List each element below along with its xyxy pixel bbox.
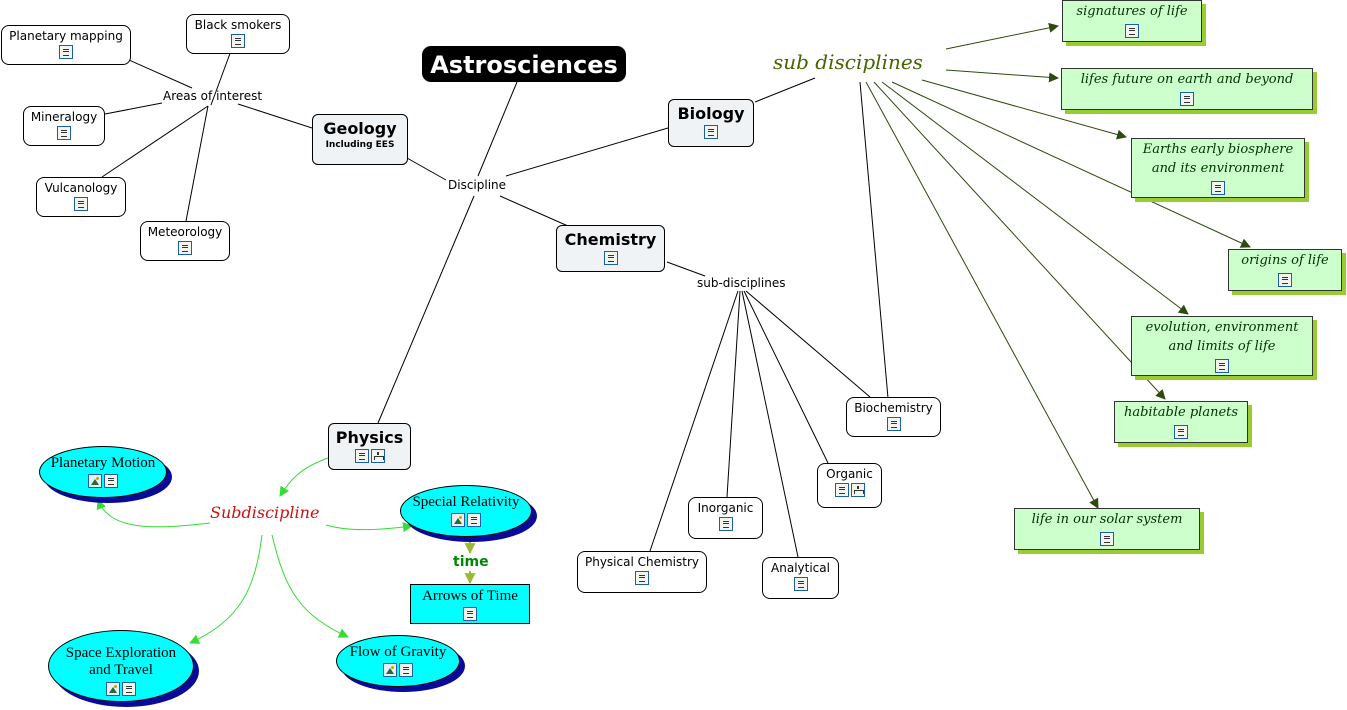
geology-topic-node[interactable]: Black smokers — [186, 14, 290, 54]
biology-topic-node[interactable]: signatures of life — [1062, 0, 1202, 42]
doc-icon[interactable] — [886, 417, 901, 431]
doc-icon[interactable] — [354, 449, 369, 463]
topic-label: and Travel — [89, 662, 153, 679]
topic-label: and its environment — [1151, 160, 1285, 176]
topic-label: Mineralogy — [30, 110, 98, 124]
physics-topic-node[interactable]: Arrows of Time — [410, 584, 530, 624]
tree-icon[interactable] — [850, 483, 865, 497]
biology-node[interactable]: Biology — [668, 99, 754, 147]
topic-label: and limits of life — [1168, 338, 1276, 354]
topic-label: Flow of Gravity — [349, 644, 447, 660]
topic-label: Planetary mapping — [9, 29, 123, 43]
physics-label: Physics — [335, 428, 404, 447]
doc-icon[interactable] — [1180, 91, 1194, 106]
doc-icon[interactable] — [718, 517, 733, 531]
chemistry-topic-node[interactable]: Physical Chemistry — [577, 551, 707, 593]
topic-label: Black smokers — [194, 18, 282, 32]
biology-sub-disciplines-label: sub disciplines — [773, 50, 923, 74]
areas-of-interest-label: Areas of interest — [163, 89, 263, 103]
doc-icon[interactable] — [57, 126, 71, 140]
chemistry-sub-disciplines-label: sub-disciplines — [697, 276, 786, 290]
biology-topic-node[interactable]: habitable planets — [1114, 401, 1248, 443]
topic-label: Arrows of Time — [422, 588, 518, 604]
chemistry-topic-node[interactable]: Organic — [817, 463, 882, 508]
physics-topic-node[interactable]: Planetary Motion — [39, 446, 167, 498]
doc-icon[interactable] — [463, 607, 477, 621]
image-icon[interactable] — [106, 681, 120, 696]
topic-label: Meteorology — [147, 225, 223, 239]
topic-label: Inorganic — [697, 501, 754, 515]
topic-label: evolution, environment — [1145, 320, 1299, 335]
doc-icon[interactable] — [59, 45, 73, 59]
chemistry-label: Chemistry — [564, 230, 657, 249]
topic-label: Earths early biosphere — [1142, 142, 1294, 157]
doc-icon[interactable] — [635, 571, 649, 585]
doc-icon[interactable] — [74, 197, 88, 211]
doc-icon[interactable] — [834, 483, 849, 497]
time-label: time — [453, 554, 489, 570]
biology-topic-node[interactable]: lifes future on earth and beyond — [1061, 68, 1313, 110]
doc-icon[interactable] — [178, 241, 192, 255]
image-icon[interactable] — [383, 663, 397, 678]
topic-label: origins of life — [1241, 253, 1329, 268]
image-icon[interactable] — [451, 513, 465, 528]
doc-icon[interactable] — [231, 34, 245, 48]
chemistry-topic-node[interactable]: Biochemistry — [846, 397, 941, 437]
topic-label: Organic — [826, 467, 873, 481]
physics-node[interactable]: Physics — [328, 423, 411, 470]
physics-topic-node[interactable]: Special Relativity — [400, 485, 532, 537]
doc-icon[interactable] — [1211, 180, 1225, 195]
topic-label: Space Exploration — [65, 645, 177, 661]
doc-icon[interactable] — [1100, 531, 1114, 546]
title-node[interactable]: Astrosciences — [422, 46, 626, 82]
topic-label: Planetary Motion — [50, 455, 156, 471]
geology-label: Geology — [323, 119, 397, 138]
doc-icon[interactable] — [704, 125, 718, 139]
topic-label: Biochemistry — [854, 401, 933, 415]
discipline-label: Discipline — [448, 178, 507, 192]
physics-topic-node[interactable]: Space Exploration and Travel — [48, 630, 194, 702]
geology-topic-node[interactable]: Mineralogy — [23, 106, 105, 146]
doc-icon[interactable] — [122, 681, 136, 696]
doc-icon[interactable] — [603, 251, 618, 265]
physics-topic-node[interactable]: Flow of Gravity — [336, 635, 460, 687]
doc-icon[interactable] — [467, 513, 481, 528]
biology-topic-node[interactable]: Earths early biosphere and its environme… — [1131, 138, 1305, 198]
title-text: Astrosciences — [430, 51, 618, 79]
doc-icon[interactable] — [1278, 272, 1292, 287]
geology-topic-node[interactable]: Meteorology — [140, 221, 230, 261]
doc-icon[interactable] — [399, 663, 413, 678]
topic-label: Vulcanology — [44, 181, 118, 195]
chemistry-topic-node[interactable]: Analytical — [762, 557, 839, 599]
topic-label: Analytical — [771, 561, 830, 575]
doc-icon[interactable] — [104, 474, 118, 489]
biology-topic-node[interactable]: origins of life — [1228, 249, 1342, 291]
topic-label: life in our solar system — [1031, 512, 1183, 527]
image-icon[interactable] — [88, 474, 102, 489]
physics-subdiscipline-label: Subdiscipline — [210, 503, 320, 522]
topic-label: Special Relativity — [412, 494, 520, 510]
doc-icon[interactable] — [1215, 358, 1229, 373]
doc-icon[interactable] — [1174, 424, 1188, 439]
topic-label: Physical Chemistry — [584, 555, 699, 569]
biology-topic-node[interactable]: evolution, environment and limits of lif… — [1131, 316, 1313, 376]
geology-topic-node[interactable]: Planetary mapping — [1, 25, 131, 65]
doc-icon[interactable] — [1125, 23, 1139, 38]
topic-label: lifes future on earth and beyond — [1080, 72, 1294, 87]
geology-sublabel: Including EES — [325, 140, 395, 150]
geology-topic-node[interactable]: Vulcanology — [36, 177, 126, 217]
biology-label: Biology — [677, 104, 745, 123]
topic-label: habitable planets — [1123, 405, 1239, 420]
chemistry-topic-node[interactable]: Inorganic — [688, 497, 763, 539]
tree-icon[interactable] — [370, 449, 385, 463]
chemistry-node[interactable]: Chemistry — [556, 225, 665, 272]
biology-topic-node[interactable]: life in our solar system — [1014, 508, 1200, 550]
geology-node[interactable]: Geology Including EES — [312, 114, 408, 165]
doc-icon[interactable] — [793, 577, 808, 591]
topic-label: signatures of life — [1076, 4, 1188, 19]
